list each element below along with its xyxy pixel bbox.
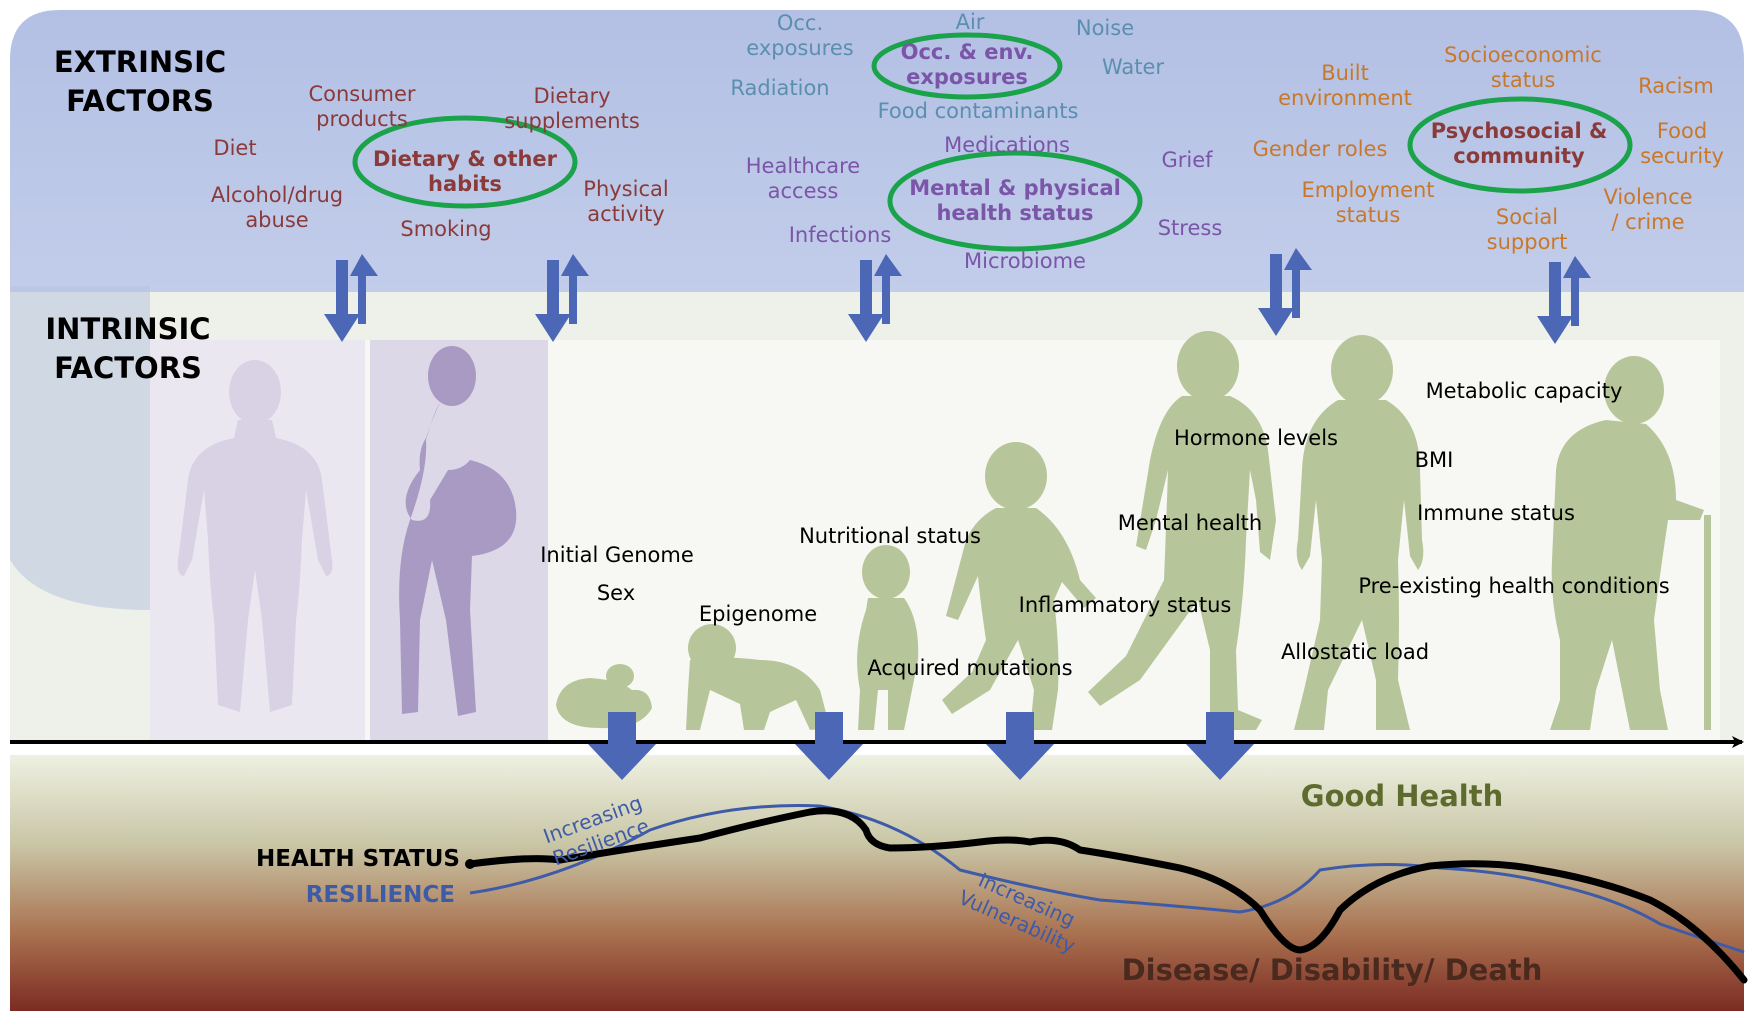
circled-factor-label: Psychosocial &community <box>1431 119 1608 168</box>
highlight-circle-health <box>887 150 1143 252</box>
environment-factor-label: Food contaminants <box>878 99 1079 123</box>
health-factor-label: Grief <box>1161 148 1213 172</box>
resilience-label: RESILIENCE <box>306 882 455 908</box>
intrinsic-factor-label: Epigenome <box>699 602 817 626</box>
circled-factor-label: Occ. & env.exposures <box>901 40 1034 89</box>
social-factor-label: Gender roles <box>1253 137 1388 161</box>
health-factor-label: Stress <box>1158 216 1223 240</box>
outcome-band <box>10 755 1744 1011</box>
good-health-label: Good Health <box>1301 779 1503 813</box>
health-status-start-dot <box>465 859 475 869</box>
intrinsic-factor-label: Mental health <box>1118 511 1262 535</box>
intrinsic-factor-label: Hormone levels <box>1174 426 1338 450</box>
social-factor-label: Racism <box>1638 74 1714 98</box>
intrinsic-factor-label: Inflammatory status <box>1019 593 1232 617</box>
silhouette-toddler <box>857 545 919 730</box>
extrinsic-band <box>10 10 1744 292</box>
down-arrow <box>1537 262 1573 344</box>
silhouette-adult-walking <box>1088 331 1276 730</box>
health-factor-label: Infections <box>789 223 892 247</box>
intrinsic-factor-label: Metabolic capacity <box>1426 379 1623 403</box>
environment-factor-label: Noise <box>1076 16 1134 40</box>
health-status-label: HEALTH STATUS <box>256 846 460 872</box>
intrinsic-factor-label: BMI <box>1415 448 1454 472</box>
intrinsic-factor-label: Nutritional status <box>799 524 981 548</box>
social-factor-label: Violence/ crime <box>1603 185 1692 234</box>
block-down-arrow <box>795 712 863 780</box>
health-impact-arrows <box>588 712 1254 780</box>
disease-disability-death-label: Disease/ Disability/ Death <box>1122 953 1543 987</box>
silhouette-middle-aged <box>1294 335 1424 730</box>
up-arrow <box>1284 248 1312 318</box>
intrinsic-factor-label: Sex <box>597 581 635 605</box>
silhouette-child <box>942 442 1096 730</box>
up-arrow <box>561 254 589 324</box>
down-arrow <box>535 260 571 342</box>
environment-factor-label: Air <box>956 10 985 34</box>
highlight-circle-environment <box>871 32 1063 100</box>
block-down-arrow <box>588 712 656 780</box>
block-down-arrow <box>986 712 1054 780</box>
down-arrow <box>1258 254 1294 336</box>
down-arrow <box>324 260 360 342</box>
block-down-arrow <box>1186 712 1254 780</box>
intrinsic-left-curve <box>10 286 150 610</box>
extrinsic-intrinsic-arrows <box>324 248 1591 344</box>
highlight-circle-dietary <box>352 115 578 209</box>
intrinsic-factor-label: Immune status <box>1417 501 1575 525</box>
intrinsic-factor-label: Acquired mutations <box>867 656 1072 680</box>
silhouette-elderly-with-cane <box>1550 356 1711 730</box>
silhouette-crawling-baby <box>686 624 830 730</box>
intrinsic-factor-label: Pre-existing health conditions <box>1358 574 1669 598</box>
diet-factor-label: Smoking <box>400 217 491 241</box>
health-factor-label: Medications <box>944 133 1070 157</box>
intrinsic-factor-label: Allostatic load <box>1281 640 1429 664</box>
up-arrow <box>1563 256 1591 326</box>
down-arrow <box>848 260 884 342</box>
environment-factor-label: Radiation <box>730 76 829 100</box>
up-arrow <box>350 254 378 324</box>
highlight-circle-psychosocial <box>1407 96 1633 194</box>
health-factor-label: Microbiome <box>964 249 1086 273</box>
up-arrow <box>874 254 902 324</box>
silhouette-adult-outline <box>177 360 333 712</box>
resilience-curve <box>469 804 1745 954</box>
silhouette-pregnant-woman <box>399 346 517 716</box>
environment-factor-label: Occ.exposures <box>746 11 853 60</box>
diet-factor-label: Diet <box>213 136 256 160</box>
intrinsic-factor-label: Initial Genome <box>540 543 694 567</box>
environment-factor-label: Water <box>1102 55 1164 79</box>
health-status-curve <box>466 807 1748 984</box>
